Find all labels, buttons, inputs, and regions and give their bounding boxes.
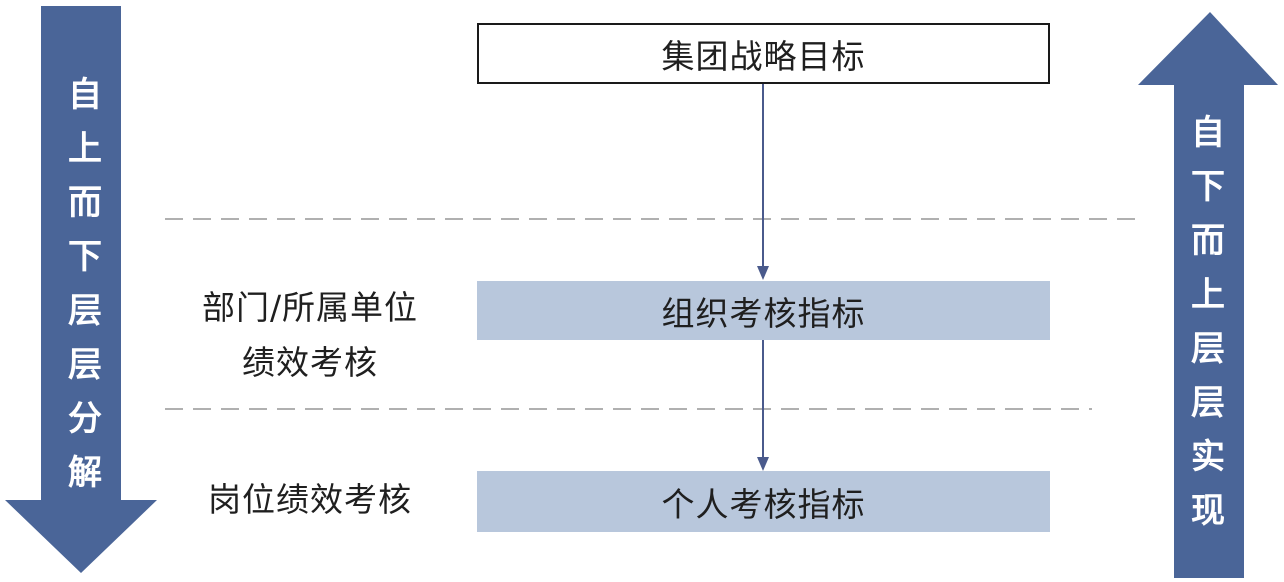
- left-arrow-char: 自: [68, 75, 102, 115]
- left-arrow-char: 而: [68, 183, 102, 223]
- right-arrow-char: 而: [1191, 221, 1225, 261]
- left-arrow-char: 层: [68, 345, 102, 385]
- right-up-arrow: [1138, 12, 1278, 578]
- left-arrow-char: 上: [68, 129, 102, 169]
- org-kpi-box: 组织考核指标: [477, 281, 1050, 340]
- department-performance-label: 部门/所属单位 绩效考核: [180, 280, 440, 390]
- right-arrow-char: 实: [1191, 437, 1225, 477]
- left-arrow-char: 分: [68, 399, 102, 439]
- right-arrow-char: 层: [1191, 383, 1225, 423]
- right-arrow-char: 下: [1191, 167, 1225, 207]
- individual-kpi-box: 个人考核指标: [477, 471, 1050, 532]
- connector-arrowhead-org: [757, 266, 769, 280]
- department-label-line2: 绩效考核: [242, 343, 378, 382]
- department-label-line1: 部门/所属单位: [201, 288, 419, 327]
- left-arrow-label: 自 上 而 下 层 层 分 解: [55, 68, 115, 500]
- right-arrow-char: 层: [1191, 329, 1225, 369]
- connector-arrowhead-individual: [757, 457, 769, 471]
- right-arrow-label: 自 下 而 上 层 层 实 现: [1178, 106, 1238, 538]
- left-arrow-char: 下: [68, 237, 102, 277]
- left-down-arrow: [5, 6, 157, 573]
- left-arrow-char: 层: [68, 291, 102, 331]
- right-arrow-char: 现: [1191, 491, 1225, 531]
- left-arrow-char: 解: [68, 453, 102, 493]
- right-arrow-char: 自: [1191, 113, 1225, 153]
- group-strategy-goal-box: 集团战略目标: [477, 23, 1050, 84]
- post-performance-label: 岗位绩效考核: [208, 480, 412, 519]
- right-arrow-char: 上: [1191, 275, 1225, 315]
